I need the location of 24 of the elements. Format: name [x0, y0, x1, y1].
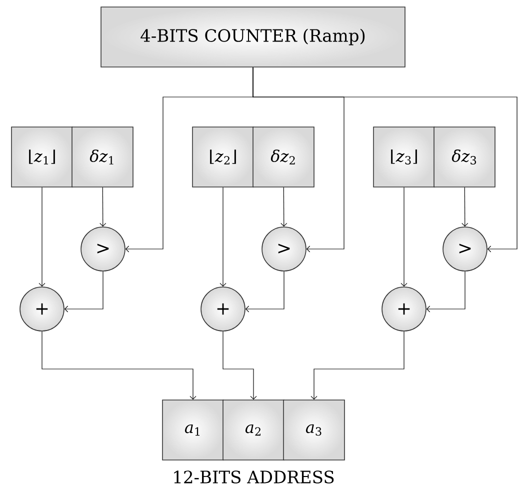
counter-box: 4-BITS COUNTER (Ramp) [100, 6, 406, 68]
address-cell: a$_{2}$ [222, 400, 284, 460]
register-cell: ⌊z$_{1}$⌋ [11, 126, 73, 188]
arrow [252, 67, 518, 252]
register-cell: δz$_{1}$ [72, 126, 134, 188]
arrow [64, 271, 104, 312]
register-cell: δz$_{3}$ [434, 126, 496, 188]
arrow [400, 187, 408, 287]
arrow [280, 187, 288, 227]
register-cell: ⌊z$_{2}$⌋ [192, 126, 254, 188]
arrow [426, 271, 466, 312]
arrow [220, 187, 226, 287]
register-cell: ⌊z$_{3}$⌋ [373, 126, 435, 188]
caption: 12-BITS ADDRESS [174, 470, 334, 484]
arrow [100, 187, 106, 227]
arrow [222, 331, 257, 400]
address-cell: a$_{3}$ [283, 400, 345, 460]
arrow [38, 187, 46, 287]
arrow [310, 331, 404, 400]
arrow [42, 331, 196, 400]
arrow [462, 187, 468, 227]
arrow [245, 271, 284, 312]
address-cell: a$_{1}$ [162, 400, 224, 460]
register-cell: δz$_{2}$ [252, 126, 314, 188]
